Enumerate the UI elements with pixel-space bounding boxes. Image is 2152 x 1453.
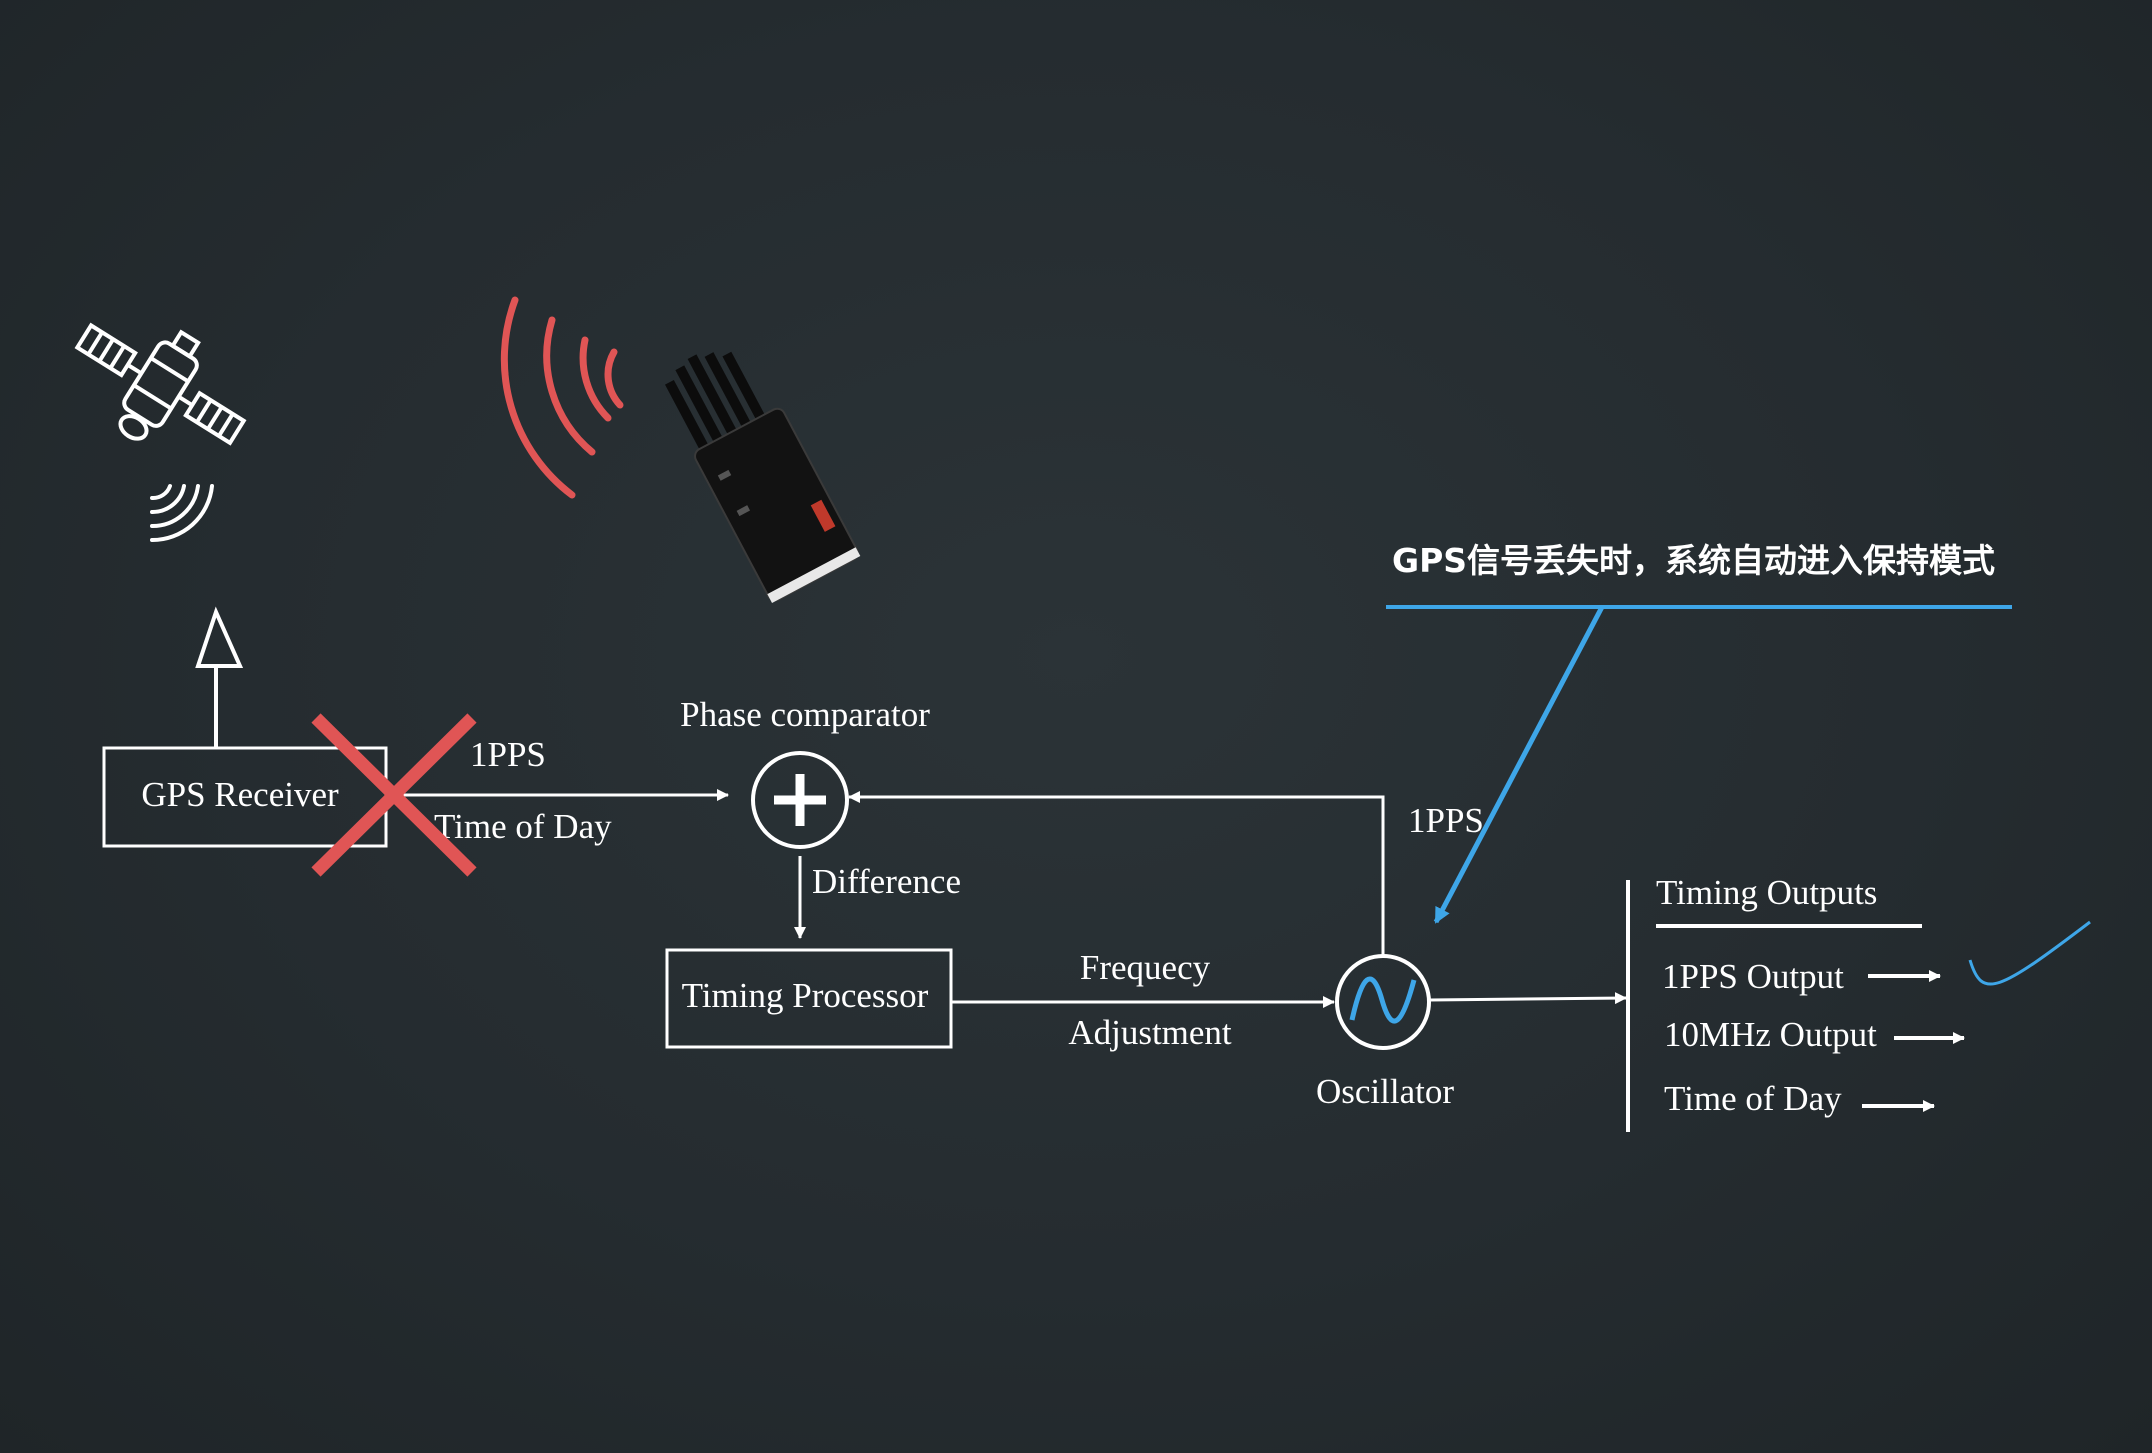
holdover-annotation-text: GPS信号丢失时，系统自动进入保持模式 — [1392, 541, 1995, 580]
check-mark-icon — [1968, 920, 2091, 986]
antenna-icon — [195, 606, 244, 748]
difference-label: Difference — [812, 862, 961, 901]
timing-processor-label: Timing Processor — [682, 976, 929, 1015]
signal-lost-cross-icon — [311, 713, 477, 877]
timing-processor-box — [665, 948, 953, 1049]
jammer-signal-icon — [500, 296, 624, 499]
feedback-line — [848, 791, 1385, 956]
freq-adjust-bottom-label: Adjustment — [1068, 1013, 1232, 1052]
signal-waves-icon — [150, 484, 214, 543]
oscillator — [1335, 954, 1431, 1050]
oscillator-label: Oscillator — [1316, 1072, 1454, 1111]
gps-link-tod-label: Time of Day — [434, 807, 612, 846]
gps-link-1pps-label: 1PPS — [470, 735, 546, 774]
output-1pps-label: 1PPS Output — [1662, 957, 1844, 996]
output-10mhz-label: 10MHz Output — [1664, 1015, 1877, 1054]
gps-receiver-label: GPS Receiver — [141, 775, 339, 814]
timing-outputs-title: Timing Outputs — [1656, 873, 1877, 912]
holdover-annotation-pointer — [1433, 605, 1605, 924]
sine-wave-icon — [1349, 976, 1417, 1024]
oscillator-to-outputs-line — [1429, 992, 1627, 1005]
adder-icon — [751, 751, 849, 849]
feedback-1pps-label: 1PPS — [1408, 801, 1484, 840]
phase-comparator-label: Phase comparator — [680, 695, 930, 734]
jammer-device-icon — [665, 351, 861, 603]
freq-adjust-top-label: Frequecy — [1080, 948, 1211, 987]
satellite-icon — [74, 322, 247, 446]
output-tod-label: Time of Day — [1664, 1079, 1842, 1118]
